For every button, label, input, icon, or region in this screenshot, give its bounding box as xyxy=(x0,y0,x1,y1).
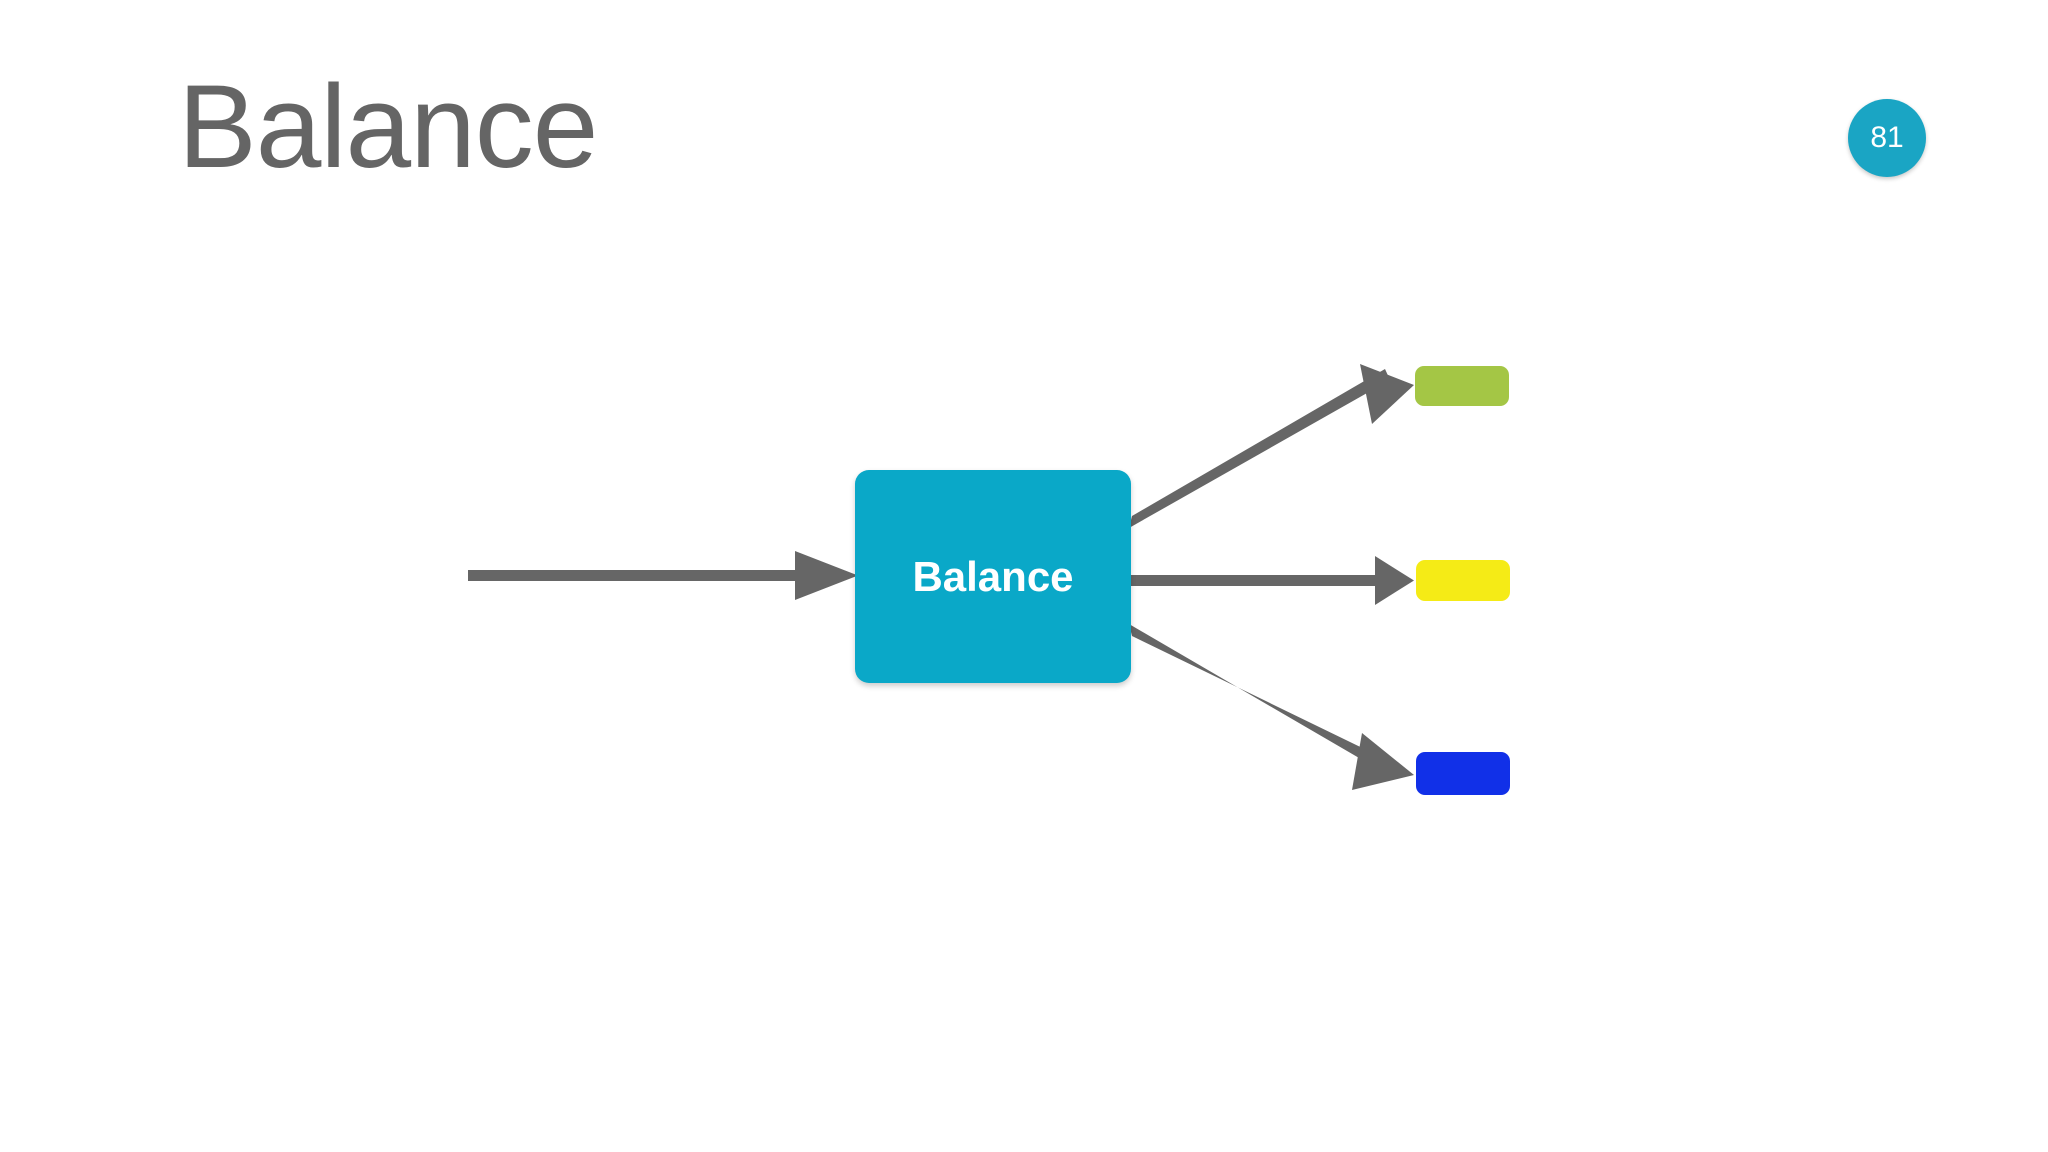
output-arrow-up xyxy=(1129,364,1414,528)
output-chip-green[interactable] xyxy=(1415,366,1509,406)
page-title: Balance xyxy=(178,61,598,193)
output-chip-yellow[interactable] xyxy=(1416,560,1510,601)
process-node-label: Balance xyxy=(912,552,1074,600)
input-arrow xyxy=(468,551,858,600)
output-arrow-down xyxy=(1129,624,1414,790)
slide-number-badge: 81 xyxy=(1848,99,1926,177)
process-node-balance[interactable]: Balance xyxy=(855,470,1131,683)
output-arrow-straight xyxy=(1129,556,1414,605)
slide-number-label: 81 xyxy=(1870,121,1904,154)
output-chip-blue[interactable] xyxy=(1416,752,1510,795)
